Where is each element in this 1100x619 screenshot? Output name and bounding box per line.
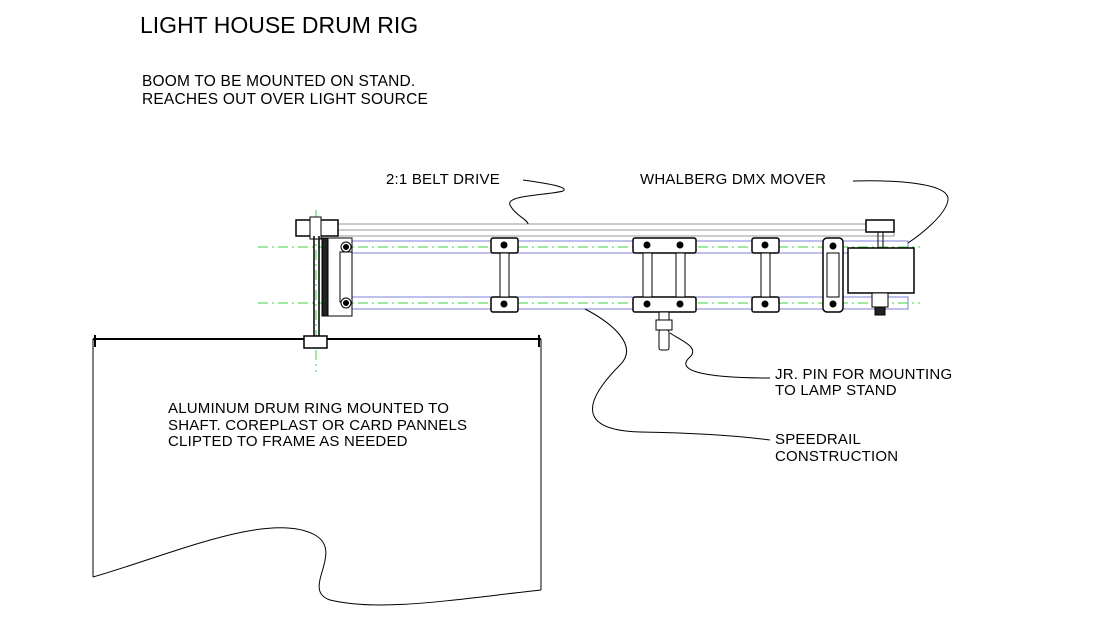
jr-pin-label-line-2: TO LAMP STAND xyxy=(775,382,897,399)
speedrail-clamp-2 xyxy=(751,237,780,313)
speedrail-frame xyxy=(299,223,909,310)
center-double-clamp xyxy=(632,237,697,351)
drum-note-line-1: ALUMINUM DRUM RING MOUNTED TO xyxy=(168,400,450,417)
speedrail-label-line-2: CONSTRUCTION xyxy=(775,448,899,465)
jr-pin-label-line-1: JR. PIN FOR MOUNTING xyxy=(775,366,953,383)
leader-lines xyxy=(509,179,949,441)
dmx-mover-label: WHALBERG DMX MOVER xyxy=(640,171,827,188)
drum-shaft-assembly xyxy=(295,216,353,349)
drum-panel xyxy=(92,335,542,606)
dmx-mover-unit xyxy=(847,219,915,316)
speedrail-clamp-1 xyxy=(490,237,519,313)
drum-note-line-2: SHAFT. COREPLAST OR CARD PANNELS xyxy=(168,417,468,434)
mover-clamp xyxy=(822,237,844,313)
speedrail-label-line-1: SPEEDRAIL xyxy=(775,431,861,448)
belt-drive-label: 2:1 BELT DRIVE xyxy=(386,171,500,188)
boom-note-line-2: REACHES OUT OVER LIGHT SOURCE xyxy=(142,91,429,108)
boom-note-line-1: BOOM TO BE MOUNTED ON STAND. xyxy=(142,73,416,90)
drum-note-line-3: CLIPTED TO FRAME AS NEEDED xyxy=(168,433,408,450)
page-title: LIGHT HOUSE DRUM RIG xyxy=(140,12,419,38)
